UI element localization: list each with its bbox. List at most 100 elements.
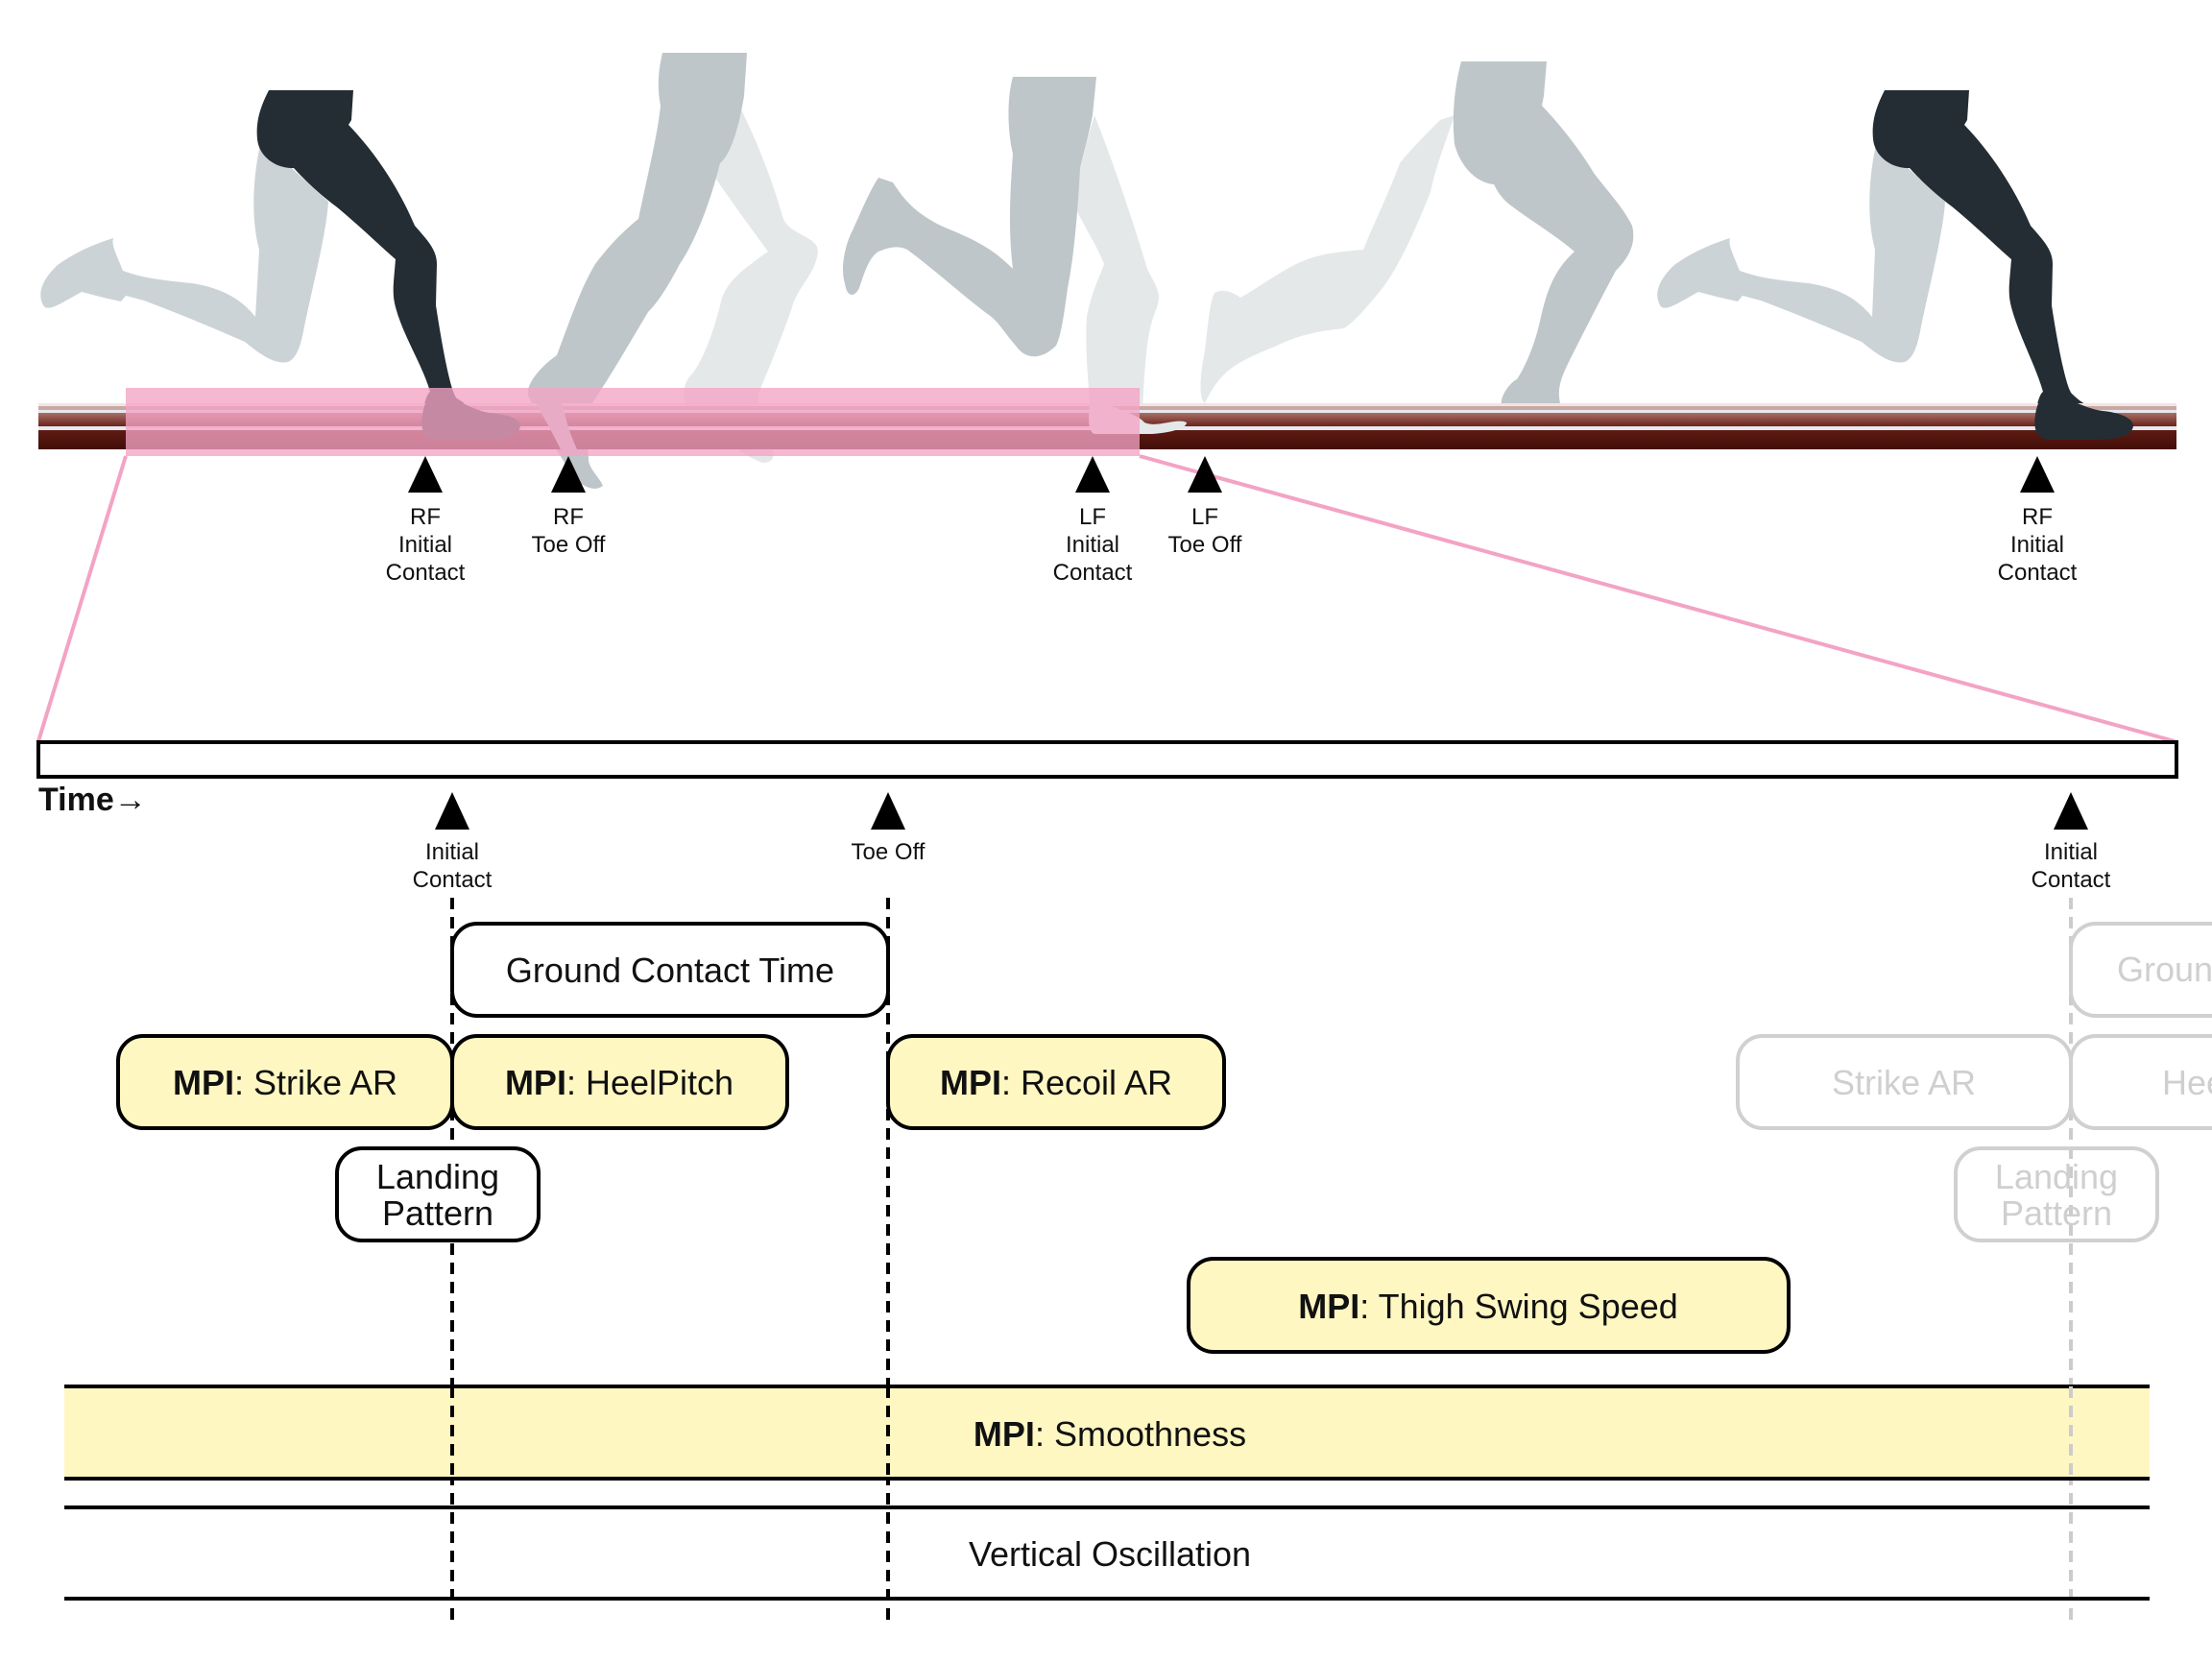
runner-frame-4 <box>1200 61 1634 449</box>
triangle-up-icon <box>2020 456 2055 493</box>
mpi-prefix: MPI <box>974 1414 1035 1454</box>
lead-leg-mid-silhouette <box>1453 61 1634 449</box>
ground-contact-time-label: Ground Contact Time <box>506 951 834 990</box>
ghost-heel-pitch-box: Hee <box>2069 1034 2212 1130</box>
heel-pitch-box: MPI: HeelPitch <box>450 1034 789 1130</box>
thigh-swing-speed-box: MPI: Thigh Swing Speed <box>1187 1257 1791 1354</box>
time-axis-label: Time→ <box>38 782 147 818</box>
lf-initial-contact-label-line: Contact <box>1053 560 1133 586</box>
metric-name: HeelPitch <box>586 1063 733 1102</box>
rf-initial-contact-2-label-line: Contact <box>1998 560 2078 586</box>
triangle-up-icon <box>871 792 905 830</box>
toe-off-label-line: Toe Off <box>852 839 926 865</box>
ghost-ground-contact-time-box: Groun <box>2069 922 2212 1018</box>
heel-pitch-label: MPI: HeelPitch <box>505 1063 733 1102</box>
metric-name: Smoothness <box>1054 1414 1246 1454</box>
separator: : <box>1359 1287 1378 1326</box>
rf-initial-contact-2-label-line: RF <box>2022 504 2053 530</box>
triangle-up-icon <box>2054 792 2088 830</box>
swing-leg-mid-silhouette <box>842 77 1096 357</box>
recoil-ar-box: MPI: Recoil AR <box>886 1034 1226 1130</box>
triangle-up-icon <box>1075 456 1110 493</box>
lf-toe-off-label-line: Toe Off <box>1168 532 1242 558</box>
triangle-up-icon <box>1188 456 1222 493</box>
zoom-highlight-region <box>126 388 1140 456</box>
separator: : <box>1001 1063 1021 1102</box>
ground-contact-time-box: Ground Contact Time <box>450 922 890 1018</box>
triangle-up-icon <box>551 456 586 493</box>
separator: : <box>566 1063 586 1102</box>
ghost-landing-pattern-box: Landing Pattern <box>1954 1146 2159 1242</box>
foot-frame-5 <box>2034 393 2133 440</box>
trailing-leg-silhouette-2 <box>1657 140 1945 363</box>
next-cycle-ghost-metrics: Groun Strike AR Hee Landing Pattern <box>1736 922 2212 1242</box>
thigh-swing-speed-label: MPI: Thigh Swing Speed <box>1298 1287 1678 1326</box>
stance-leg-mid-silhouette <box>527 53 747 489</box>
stance-leg-dark-silhouette-2 <box>1872 90 2133 440</box>
ghost-heel-pitch-label: Hee <box>2162 1063 2212 1102</box>
trailing-leg-light-silhouette <box>1200 115 1455 403</box>
initial-contact-label-line: Contact <box>413 867 493 893</box>
triangle-up-icon <box>435 792 469 830</box>
swing-leg-light-silhouette <box>684 106 818 463</box>
zoom-connector-left <box>36 455 128 742</box>
metric-name: Recoil AR <box>1021 1063 1172 1102</box>
ghost-strike-ar-box: Strike AR <box>1736 1034 2073 1130</box>
runner-frame-5 <box>1657 90 2133 440</box>
initial-contact-next-label-line: Contact <box>2032 867 2111 893</box>
mpi-prefix: MPI <box>505 1063 566 1102</box>
lf-toe-off-label-line: LF <box>1191 504 1218 530</box>
landing-pattern-line-2: Pattern <box>382 1193 493 1233</box>
strike-ar-box: MPI: Strike AR <box>116 1034 454 1130</box>
smoothness-label: MPI: Smoothness <box>974 1414 1246 1454</box>
landing-pattern-line-1: Landing <box>376 1157 499 1196</box>
mpi-prefix: MPI <box>173 1063 234 1102</box>
rf-initial-contact-2-label-line: Initial <box>2010 532 2064 558</box>
rf-initial-contact-1-label-line: RF <box>410 504 441 530</box>
initial-contact-next-label-line: Initial <box>2044 839 2098 865</box>
landing-pattern-box: Landing Pattern <box>335 1146 541 1242</box>
separator: : <box>234 1063 253 1102</box>
mpi-prefix: MPI <box>940 1063 1001 1102</box>
stance-leg-dark-silhouette <box>256 90 520 440</box>
rf-initial-contact-1-label-line: Initial <box>398 532 452 558</box>
time-bar <box>36 740 2178 779</box>
smoothness-band: MPI: Smoothness <box>64 1385 2150 1481</box>
metric-name: Strike AR <box>253 1063 397 1102</box>
lf-initial-contact-label-line: Initial <box>1066 532 1119 558</box>
vertical-oscillation-band: Vertical Oscillation <box>64 1505 2150 1601</box>
separator: : <box>1035 1414 1054 1454</box>
runner-frame-1 <box>40 90 520 440</box>
stance-leg-light-silhouette <box>1070 115 1187 434</box>
ghost-strike-ar-label: Strike AR <box>1832 1063 1976 1102</box>
ghost-ground-contact-time-label: Groun <box>2117 950 2212 989</box>
lf-initial-contact-label-line: LF <box>1079 504 1106 530</box>
rf-toe-off-label-line: Toe Off <box>532 532 606 558</box>
zoom-connector-right <box>1139 454 2176 743</box>
rf-toe-off-label-line: RF <box>553 504 584 530</box>
toe-off-marker: Toe Off <box>852 792 926 865</box>
runner-sequence <box>40 53 2133 489</box>
triangle-up-icon <box>408 456 443 493</box>
mpi-prefix: MPI <box>1298 1287 1359 1326</box>
rf-initial-contact-1-label-line: Contact <box>386 560 466 586</box>
recoil-ar-label: MPI: Recoil AR <box>940 1063 1172 1102</box>
ghost-landing-pattern-line-1: Landing <box>1995 1157 2118 1196</box>
runner-frame-3 <box>842 77 1187 434</box>
metric-name: Thigh Swing Speed <box>1379 1287 1678 1326</box>
vertical-oscillation-label: Vertical Oscillation <box>969 1534 1251 1574</box>
trailing-leg-silhouette <box>40 140 328 363</box>
runner-frame-2 <box>527 53 818 489</box>
strike-ar-label: MPI: Strike AR <box>173 1063 397 1102</box>
